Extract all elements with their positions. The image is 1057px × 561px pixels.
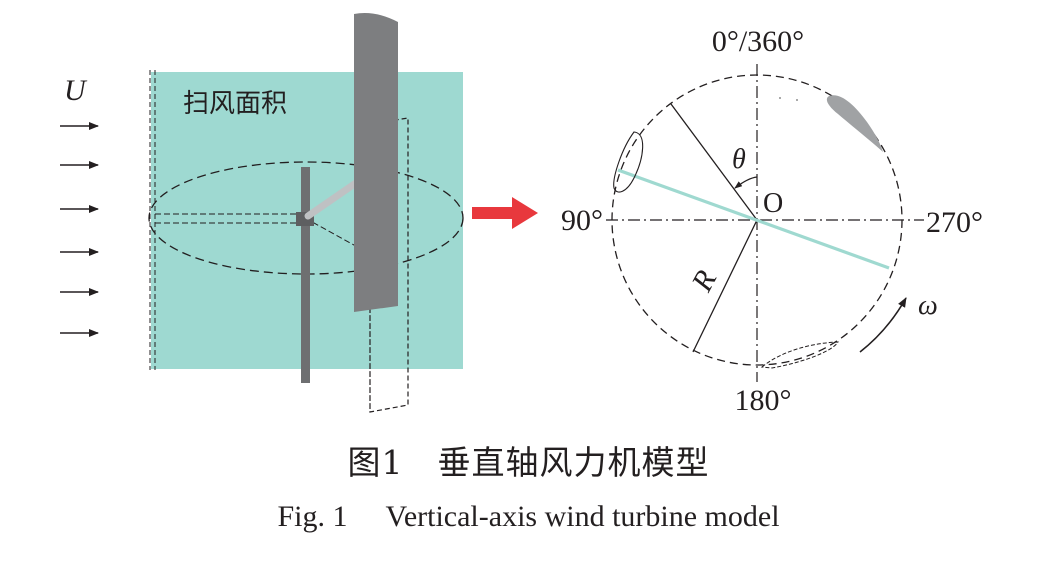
angle-label-top: 0°/360°	[712, 25, 804, 58]
omega-label: ω	[918, 290, 938, 321]
theta-label: θ	[732, 144, 746, 175]
caption-en-number: Fig. 1	[277, 500, 348, 533]
red-arrow	[472, 197, 538, 229]
angle-label-left: 90°	[561, 204, 603, 237]
blade-airfoil-bottom	[760, 341, 839, 369]
caption-cn-number: 图1	[347, 443, 404, 482]
caption-en-title: Vertical-axis wind turbine model	[385, 500, 780, 533]
angle-label-right: 270°	[926, 206, 983, 239]
radius-line-lower	[692, 219, 758, 353]
origin-label: O	[763, 188, 783, 219]
caption-english: Fig. 1 Vertical-axis wind turbine model	[0, 500, 1057, 534]
rotation-arrow	[859, 297, 907, 353]
radius-label: R	[685, 265, 723, 298]
theta-arc	[734, 176, 758, 189]
swept-area-label: 扫风面积	[183, 89, 287, 119]
left-panel: U 扫风面积	[60, 13, 464, 413]
wind-speed-label: U	[64, 74, 88, 107]
caption-cn-title: 垂直轴风力机模型	[437, 443, 710, 482]
turbine-blade	[354, 13, 398, 312]
turbine-figure: U 扫风面积 0°/360° 90° 270° 180	[60, 13, 983, 417]
radius-line-upper	[670, 103, 758, 221]
caption-chinese: 图1 垂直轴风力机模型	[0, 436, 1057, 484]
rotor-arm-line	[617, 168, 890, 270]
right-panel: 0°/360° 90° 270° 180° R θ O ω	[561, 25, 983, 417]
blade-airfoil-left	[613, 131, 644, 193]
wind-arrows	[60, 122, 99, 337]
rotor-shaft	[301, 167, 310, 383]
blade-airfoil-top-right	[826, 95, 883, 152]
angle-label-bottom: 180°	[735, 384, 792, 417]
